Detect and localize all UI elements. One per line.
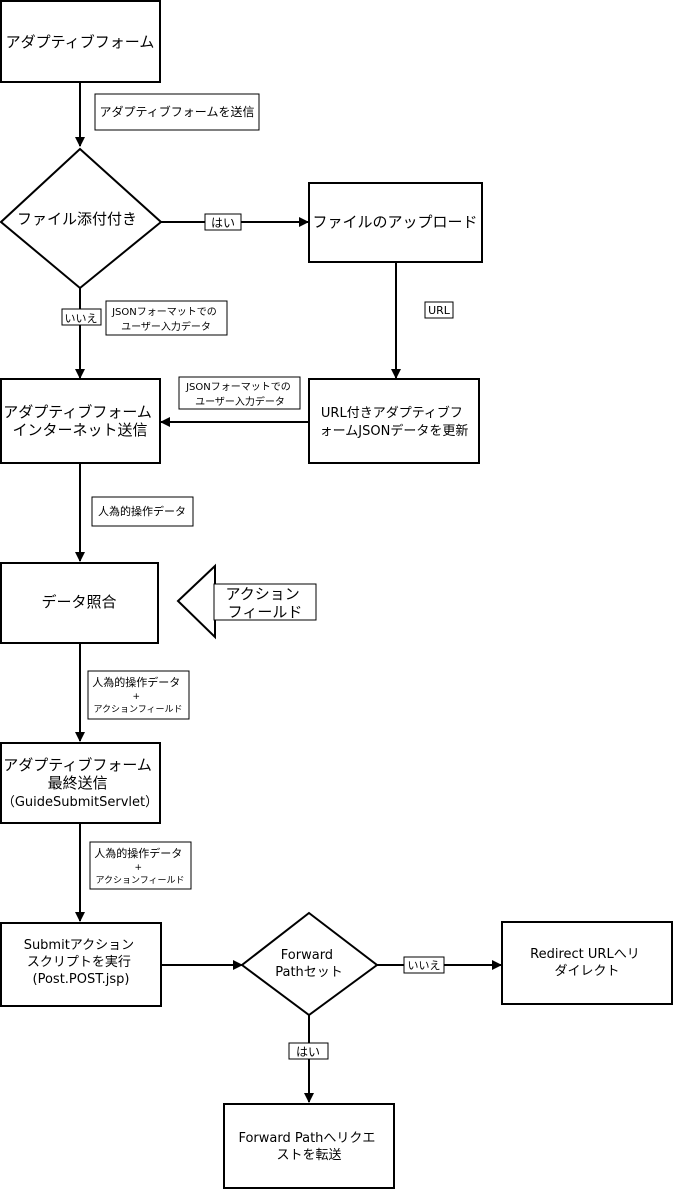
node-action-field-line1: アクション xyxy=(225,585,299,603)
label-box-human-action2 xyxy=(89,841,192,890)
node-submit-action-line1: Submitアクション xyxy=(24,938,134,953)
node-internal-submit xyxy=(0,378,161,464)
label-json1-line1: JSONフォーマットでの xyxy=(111,307,217,318)
label-no2: いいえ xyxy=(408,959,441,972)
node-redirect-line2: ダイレクト xyxy=(554,964,619,979)
label-submit-form-line: アダプティブフォームを送信 xyxy=(100,104,255,119)
label-json2-line1: JSONフォーマットでの xyxy=(185,382,291,393)
node-submit-action-text: Submitアクション スクリプトを実行 (Post.POST.jsp) xyxy=(24,938,139,987)
node-redirect xyxy=(501,921,673,1005)
node-adaptive-form-text: アダプティブフォーム xyxy=(6,33,155,51)
node-file-upload-text: ファイルのアップロード xyxy=(312,213,477,231)
node-internal-submit-line2: インターネット送信 xyxy=(12,421,147,439)
node-forward-request-line2: ストを転送 xyxy=(276,1148,341,1163)
node-forward-request-line1: Forward Pathへリクエ xyxy=(238,1131,375,1146)
label-json2: JSONフォーマットでの ユーザー入力データ xyxy=(185,382,294,408)
node-redirect-text: Redirect URLへリ ダイレクト xyxy=(530,947,644,979)
label-yes2: はい xyxy=(296,1045,320,1059)
label-human-action1-line2: + xyxy=(132,692,140,702)
node-final-submit-text: アダプティブフォーム 最終送信 （GuideSubmitServlet） xyxy=(2,756,158,810)
label-human-data-line: 人為的操作データ xyxy=(98,504,186,518)
node-file-upload-line: ファイルのアップロード xyxy=(312,213,477,231)
label-json1-line2: ユーザー入力データ xyxy=(121,320,211,333)
label-human-action1-line1: 人為的操作データ xyxy=(92,675,180,689)
label-box-human-data xyxy=(91,496,194,527)
label-box-json1 xyxy=(105,300,228,336)
node-forward-request-text: Forward Pathへリクエ ストを転送 xyxy=(238,1131,379,1163)
label-submit-form: アダプティブフォームを送信 xyxy=(100,104,255,119)
label-box-yes1 xyxy=(204,213,242,231)
label-box-url xyxy=(424,301,454,319)
node-file-upload xyxy=(308,182,483,263)
label-no1: いいえ xyxy=(65,312,98,325)
node-update-json-text: URL付きアダプティブフ ォームJSONデータを更新 xyxy=(320,405,469,439)
label-box-yes2 xyxy=(288,1042,329,1060)
node-update-json xyxy=(308,378,480,464)
label-no2-line: いいえ xyxy=(408,959,441,972)
label-yes1: はい xyxy=(211,216,235,230)
label-human-action1-line3: アクションフィールド xyxy=(93,704,182,715)
node-final-submit-line2: 最終送信 xyxy=(48,774,108,792)
node-action-field-line2: フィールド xyxy=(228,603,303,621)
node-data-merge xyxy=(0,562,159,644)
node-data-merge-text: データ照合 xyxy=(41,593,116,611)
node-internal-submit-line1: アダプティブフォーム xyxy=(3,403,152,421)
label-human-action1: 人為的操作データ + アクションフィールド xyxy=(92,675,184,715)
node-has-attachment-text: ファイル添付付き xyxy=(17,210,137,228)
label-human-action2-line2: + xyxy=(134,863,142,873)
label-json2-line2: ユーザー入力データ xyxy=(195,395,285,408)
node-internal-submit-text: アダプティブフォーム インターネット送信 xyxy=(3,403,156,439)
node-forward-path-line1: Forward xyxy=(281,948,333,963)
node-has-attachment-line: ファイル添付付き xyxy=(17,210,137,228)
node-submit-action xyxy=(0,922,162,1007)
label-json1: JSONフォーマットでの ユーザー入力データ xyxy=(111,307,220,333)
node-update-json-line1: URL付きアダプティブフ xyxy=(321,405,463,421)
node-action-field-arrow xyxy=(176,563,216,640)
node-forward-path-text: Forward Pathセット xyxy=(275,948,343,980)
action-field-box xyxy=(213,583,317,621)
label-yes2-line: はい xyxy=(296,1045,320,1059)
node-action-field-text: アクション フィールド xyxy=(225,585,304,621)
node-redirect-line1: Redirect URLへリ xyxy=(530,947,640,962)
node-submit-action-line3: (Post.POST.jsp) xyxy=(33,972,130,987)
label-url: URL xyxy=(428,304,451,317)
node-update-json-line2: ォームJSONデータを更新 xyxy=(320,423,469,439)
label-url-line: URL xyxy=(428,304,451,317)
node-final-submit xyxy=(0,742,161,824)
node-final-submit-line3: （GuideSubmitServlet） xyxy=(2,795,158,810)
label-box-submit-form xyxy=(94,93,260,131)
node-forward-request xyxy=(223,1103,395,1189)
label-no1-line: いいえ xyxy=(65,312,98,325)
node-forward-path-line2: Pathセット xyxy=(275,965,343,980)
node-forward-path xyxy=(240,911,379,1017)
label-human-action2: 人為的操作データ + アクションフィールド xyxy=(94,846,186,886)
label-box-human-action1 xyxy=(87,670,190,720)
label-human-action2-line3: アクションフィールド xyxy=(95,875,184,886)
node-adaptive-form xyxy=(0,0,161,83)
node-final-submit-line1: アダプティブフォーム xyxy=(3,756,152,774)
label-yes1-line: はい xyxy=(211,216,235,230)
label-box-json2 xyxy=(178,376,301,410)
label-human-data: 人為的操作データ xyxy=(98,504,186,518)
label-human-action2-line1: 人為的操作データ xyxy=(94,846,182,860)
label-box-no1 xyxy=(61,308,102,326)
node-adaptive-form-line: アダプティブフォーム xyxy=(6,33,155,51)
node-submit-action-line2: スクリプトを実行 xyxy=(27,954,131,970)
node-data-merge-line: データ照合 xyxy=(41,593,116,611)
label-box-no2 xyxy=(403,956,445,974)
node-has-attachment xyxy=(0,147,163,290)
